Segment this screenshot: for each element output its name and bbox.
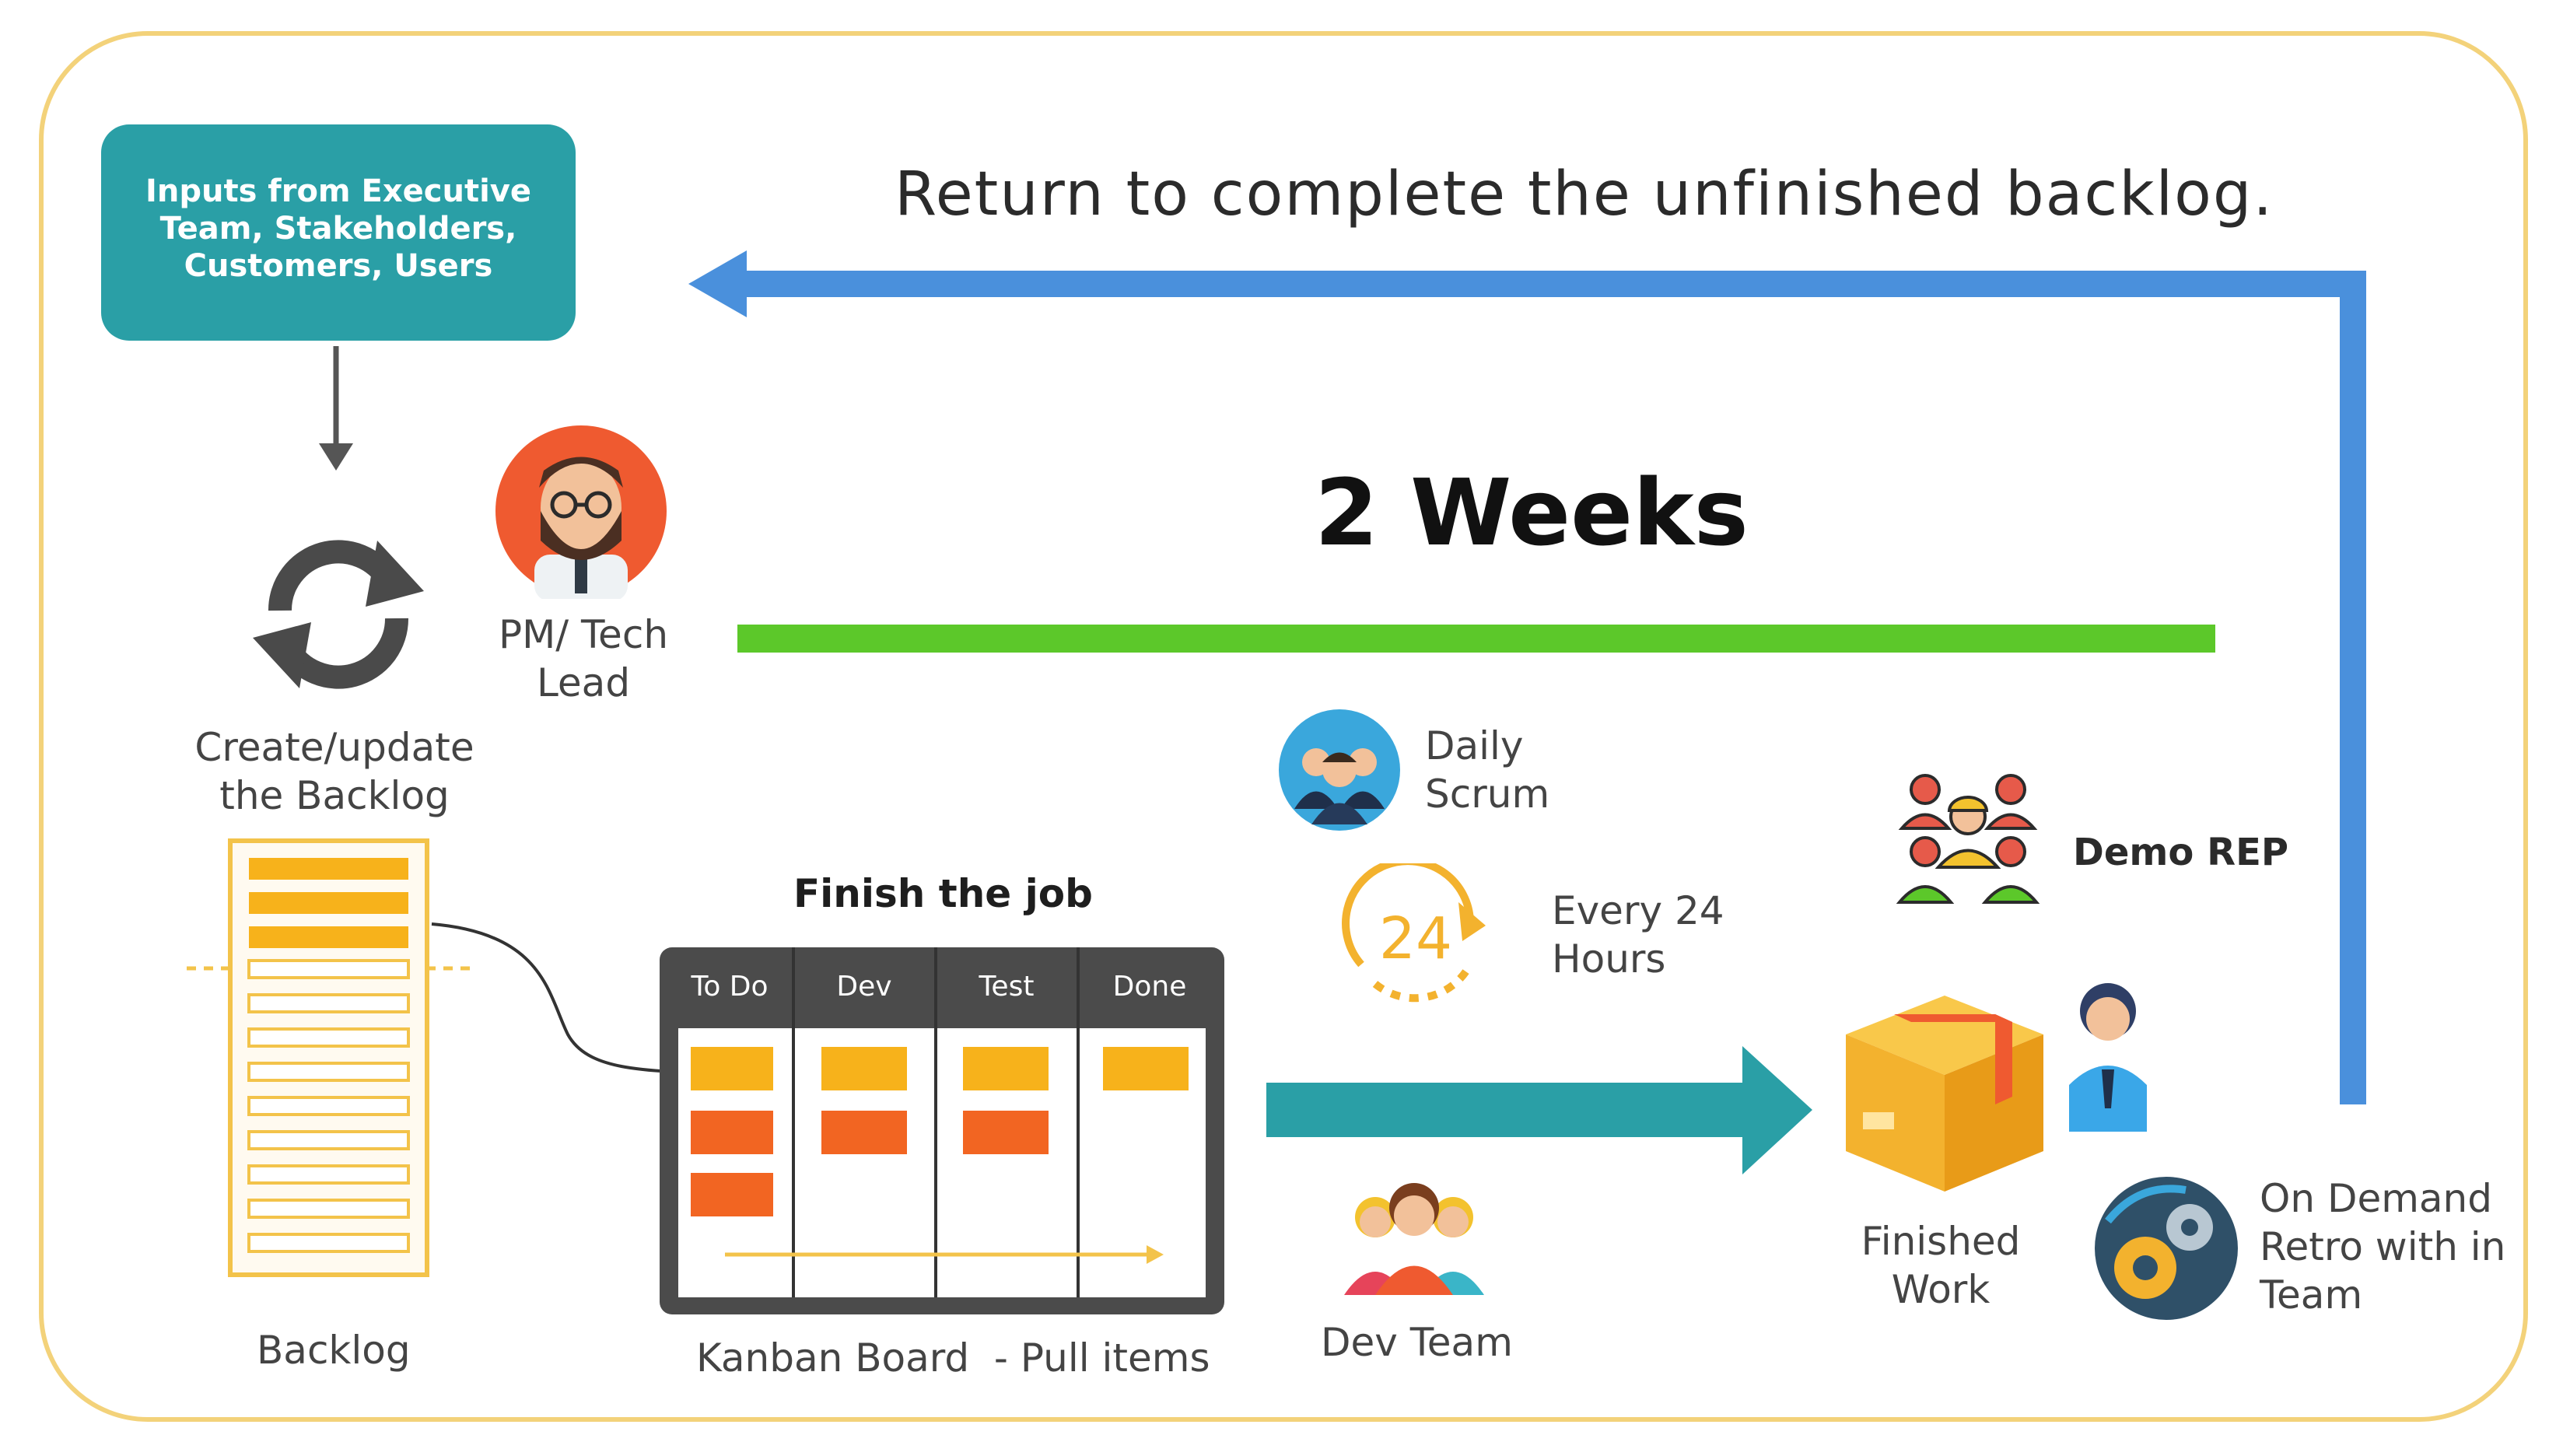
- card: [821, 1111, 907, 1154]
- clock-number: 24: [1379, 905, 1452, 972]
- backlog-item-filled: [249, 858, 408, 880]
- retro-gear-icon: [2095, 1177, 2238, 1320]
- backlog-item-filled: [249, 926, 408, 948]
- daily-scrum-team-icon: [1279, 709, 1400, 831]
- demo-label: Demo REP: [2073, 831, 2289, 874]
- backlog-label: Backlog: [257, 1328, 411, 1373]
- backlog-item-empty: [247, 1164, 410, 1185]
- finished-work-label: Finished Work: [1861, 1219, 2021, 1312]
- inputs-box: Inputs from Executive Team, Stakeholders…: [101, 124, 576, 341]
- dev-team-icon: [1344, 1183, 1484, 1295]
- backlog-item-empty: [247, 1096, 410, 1116]
- finished-work-box-icon: [1846, 996, 2043, 1192]
- backlog-to-kanban-connector: [431, 922, 732, 1075]
- return-arrow: [688, 250, 2366, 1104]
- card: [691, 1173, 773, 1216]
- backlog-item-empty: [247, 1062, 410, 1082]
- daily-scrum-label: Daily Scrum: [1425, 723, 1550, 817]
- clock-24-icon: 24: [1342, 863, 1486, 1003]
- backlog-item-empty: [247, 1233, 410, 1253]
- kanban-caption: Kanban Board - Pull items: [696, 1335, 1210, 1381]
- card: [691, 1047, 773, 1090]
- kanban-col-test: Test: [979, 971, 1035, 1003]
- backlog-stack: [228, 838, 429, 1277]
- retro-label: On Demand Retro with in Team: [2260, 1176, 2506, 1318]
- kanban-col-todo: To Do: [690, 971, 768, 1003]
- flow-arrow: [1266, 1046, 1812, 1174]
- card: [1103, 1047, 1189, 1090]
- pm-avatar-icon: [495, 425, 667, 599]
- finish-label: Finish the job: [793, 871, 1093, 916]
- user-icon: [2069, 983, 2147, 1132]
- dev-team-label: Dev Team: [1321, 1320, 1513, 1365]
- backlog-item-filled: [249, 892, 408, 914]
- diagram-frame: [39, 31, 2528, 1422]
- duration-label: 2 Weeks: [1315, 459, 1749, 566]
- backlog-cycle-label: Create/update the Backlog: [194, 725, 474, 818]
- refresh-icon: [253, 540, 424, 689]
- card: [963, 1047, 1049, 1090]
- backlog-item-empty: [247, 959, 410, 979]
- kanban-flow-arrowhead: [1147, 1245, 1164, 1264]
- pm-label: PM/ Tech Lead: [498, 612, 669, 705]
- return-label: Return to complete the unfinished backlo…: [895, 159, 2274, 229]
- every-24-hours-label: Every 24 Hours: [1552, 888, 1724, 982]
- backlog-item-empty: [247, 993, 410, 1013]
- sprint-bar: [737, 625, 2215, 653]
- kanban-col-dev: Dev: [836, 971, 891, 1003]
- backlog-item-empty: [247, 1199, 410, 1219]
- card: [691, 1111, 773, 1154]
- backlog-item-empty: [247, 1027, 410, 1048]
- down-arrow: [319, 346, 353, 471]
- kanban-col-done: Done: [1113, 971, 1187, 1003]
- card: [963, 1111, 1049, 1154]
- backlog-item-empty: [247, 1130, 410, 1150]
- demo-team-icon: [1896, 774, 2040, 904]
- card: [821, 1047, 907, 1090]
- kanban-board: To Do Dev Test Done: [660, 947, 1224, 1314]
